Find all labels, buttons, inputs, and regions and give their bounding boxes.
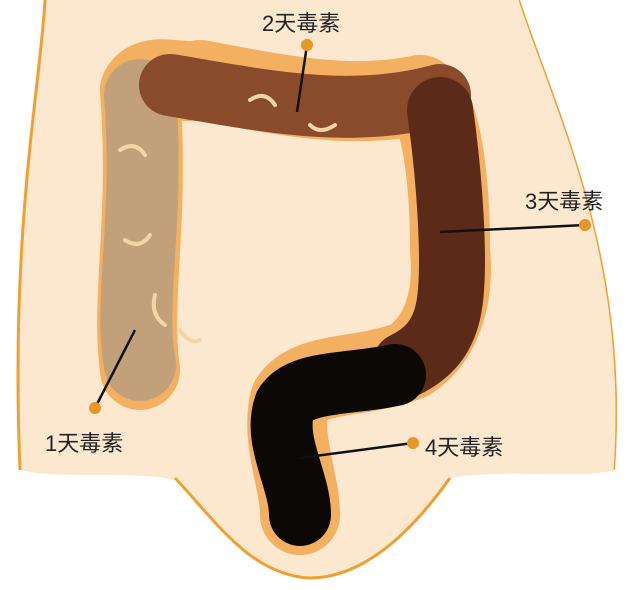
marker-day4 [407, 437, 419, 449]
label-day1: 1天毒素 [45, 431, 124, 456]
colon-day2-segment [139, 54, 471, 138]
colon-day3-segment [372, 77, 485, 398]
colon-day1-segment [100, 59, 179, 401]
marker-day3 [579, 219, 591, 231]
colon-folds [118, 94, 337, 344]
body-outline-left [16, 0, 47, 471]
label-day3: 3天毒素 [525, 189, 604, 214]
pelvis-outline [173, 476, 452, 580]
colon-day4-segment [250, 344, 426, 546]
label-day2: 2天毒素 [262, 11, 341, 36]
label-day4: 4天毒素 [425, 435, 504, 460]
leader-lines [93, 44, 586, 460]
marker-day1 [89, 402, 101, 414]
marker-day2 [301, 39, 313, 51]
